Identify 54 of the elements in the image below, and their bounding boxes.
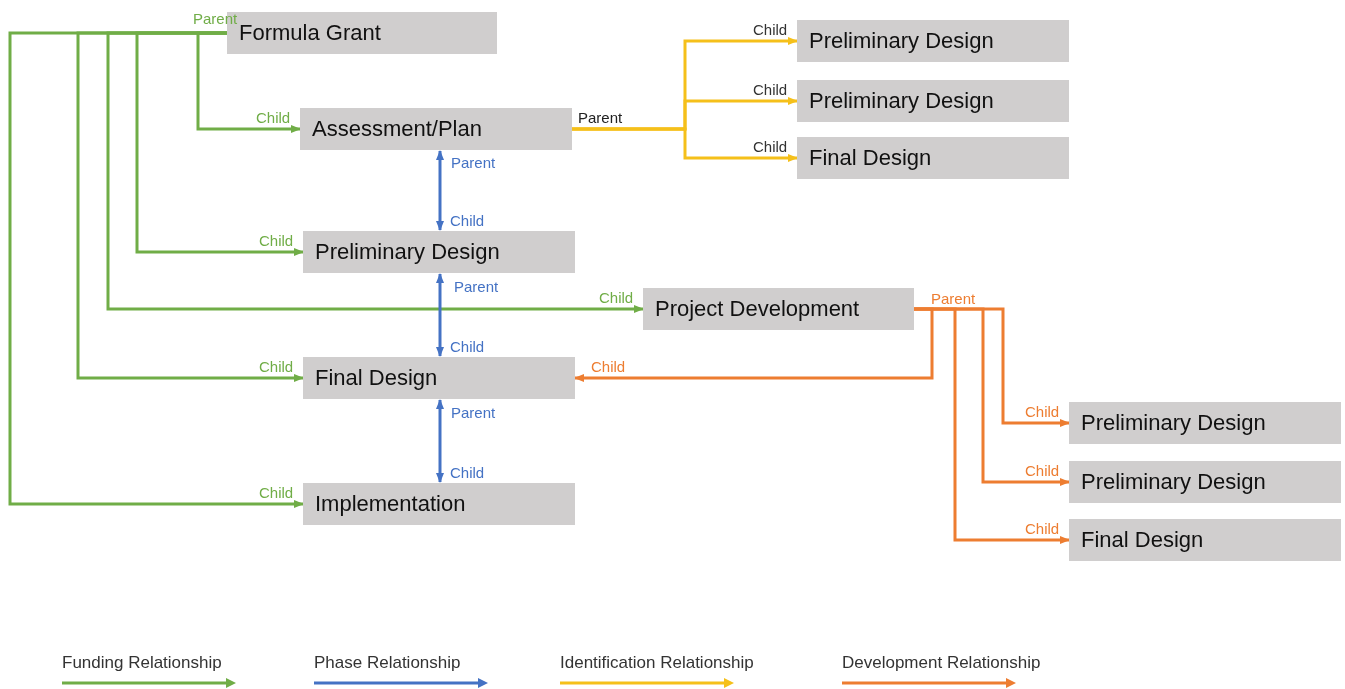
- box-label: Final Design: [809, 145, 932, 171]
- edge-label: Child: [259, 358, 294, 375]
- arrow: [914, 307, 1070, 544]
- process-box: [797, 137, 1069, 179]
- box-label: Preliminary Design: [1081, 469, 1266, 495]
- legend-label: Development Relationship: [842, 653, 1041, 673]
- process-box: [303, 357, 575, 399]
- legend-label: Phase Relationship: [314, 653, 461, 673]
- legend-label: Identification Relationship: [560, 653, 754, 673]
- edge-label: Child: [450, 212, 485, 229]
- arrow: [8, 31, 304, 508]
- edge-label: Child: [753, 81, 788, 98]
- edge-label: Child: [1025, 403, 1060, 420]
- box-label: Preliminary Design: [1081, 410, 1266, 436]
- process-box: [1069, 519, 1341, 561]
- process-box: [797, 20, 1069, 62]
- process-box: [303, 483, 575, 525]
- box-label: Project Development: [655, 296, 860, 322]
- box-label: Final Design: [1081, 527, 1204, 553]
- box-label: Implementation: [315, 491, 466, 517]
- process-box: [1069, 461, 1341, 503]
- role-label: Parent: [451, 154, 496, 171]
- edge-label: Child: [259, 232, 294, 249]
- process-box: [300, 108, 572, 150]
- edge-label: Child: [1025, 520, 1060, 537]
- edge-label: Child: [256, 109, 291, 126]
- legend-label: Funding Relationship: [62, 653, 222, 673]
- box-label: Formula Grant: [239, 20, 381, 46]
- process-box: [797, 80, 1069, 122]
- edge-label: Child: [450, 338, 485, 355]
- arrow: [436, 399, 444, 483]
- box-label: Preliminary Design: [315, 239, 500, 265]
- edge-label: Child: [259, 484, 294, 501]
- role-label: Parent: [931, 290, 976, 307]
- box-label: Assessment/Plan: [312, 116, 482, 142]
- role-label: Parent: [193, 10, 238, 27]
- arrow: [572, 127, 798, 162]
- edge-label: Child: [599, 289, 634, 306]
- edge-label: Child: [753, 138, 788, 155]
- process-box: [643, 288, 914, 330]
- role-label: Parent: [454, 278, 499, 295]
- edge-label: Child: [591, 358, 626, 375]
- box-label: Preliminary Design: [809, 88, 994, 114]
- edge-label: Child: [450, 464, 485, 481]
- arrow: [436, 273, 444, 357]
- process-box: [1069, 402, 1341, 444]
- edge-label: Child: [753, 21, 788, 38]
- arrow: [436, 150, 444, 231]
- role-label: Parent: [451, 404, 496, 421]
- box-label: Preliminary Design: [809, 28, 994, 54]
- box-label: Final Design: [315, 365, 438, 391]
- process-box: [303, 231, 575, 273]
- role-label: Parent: [578, 109, 623, 126]
- edge-label: Child: [1025, 462, 1060, 479]
